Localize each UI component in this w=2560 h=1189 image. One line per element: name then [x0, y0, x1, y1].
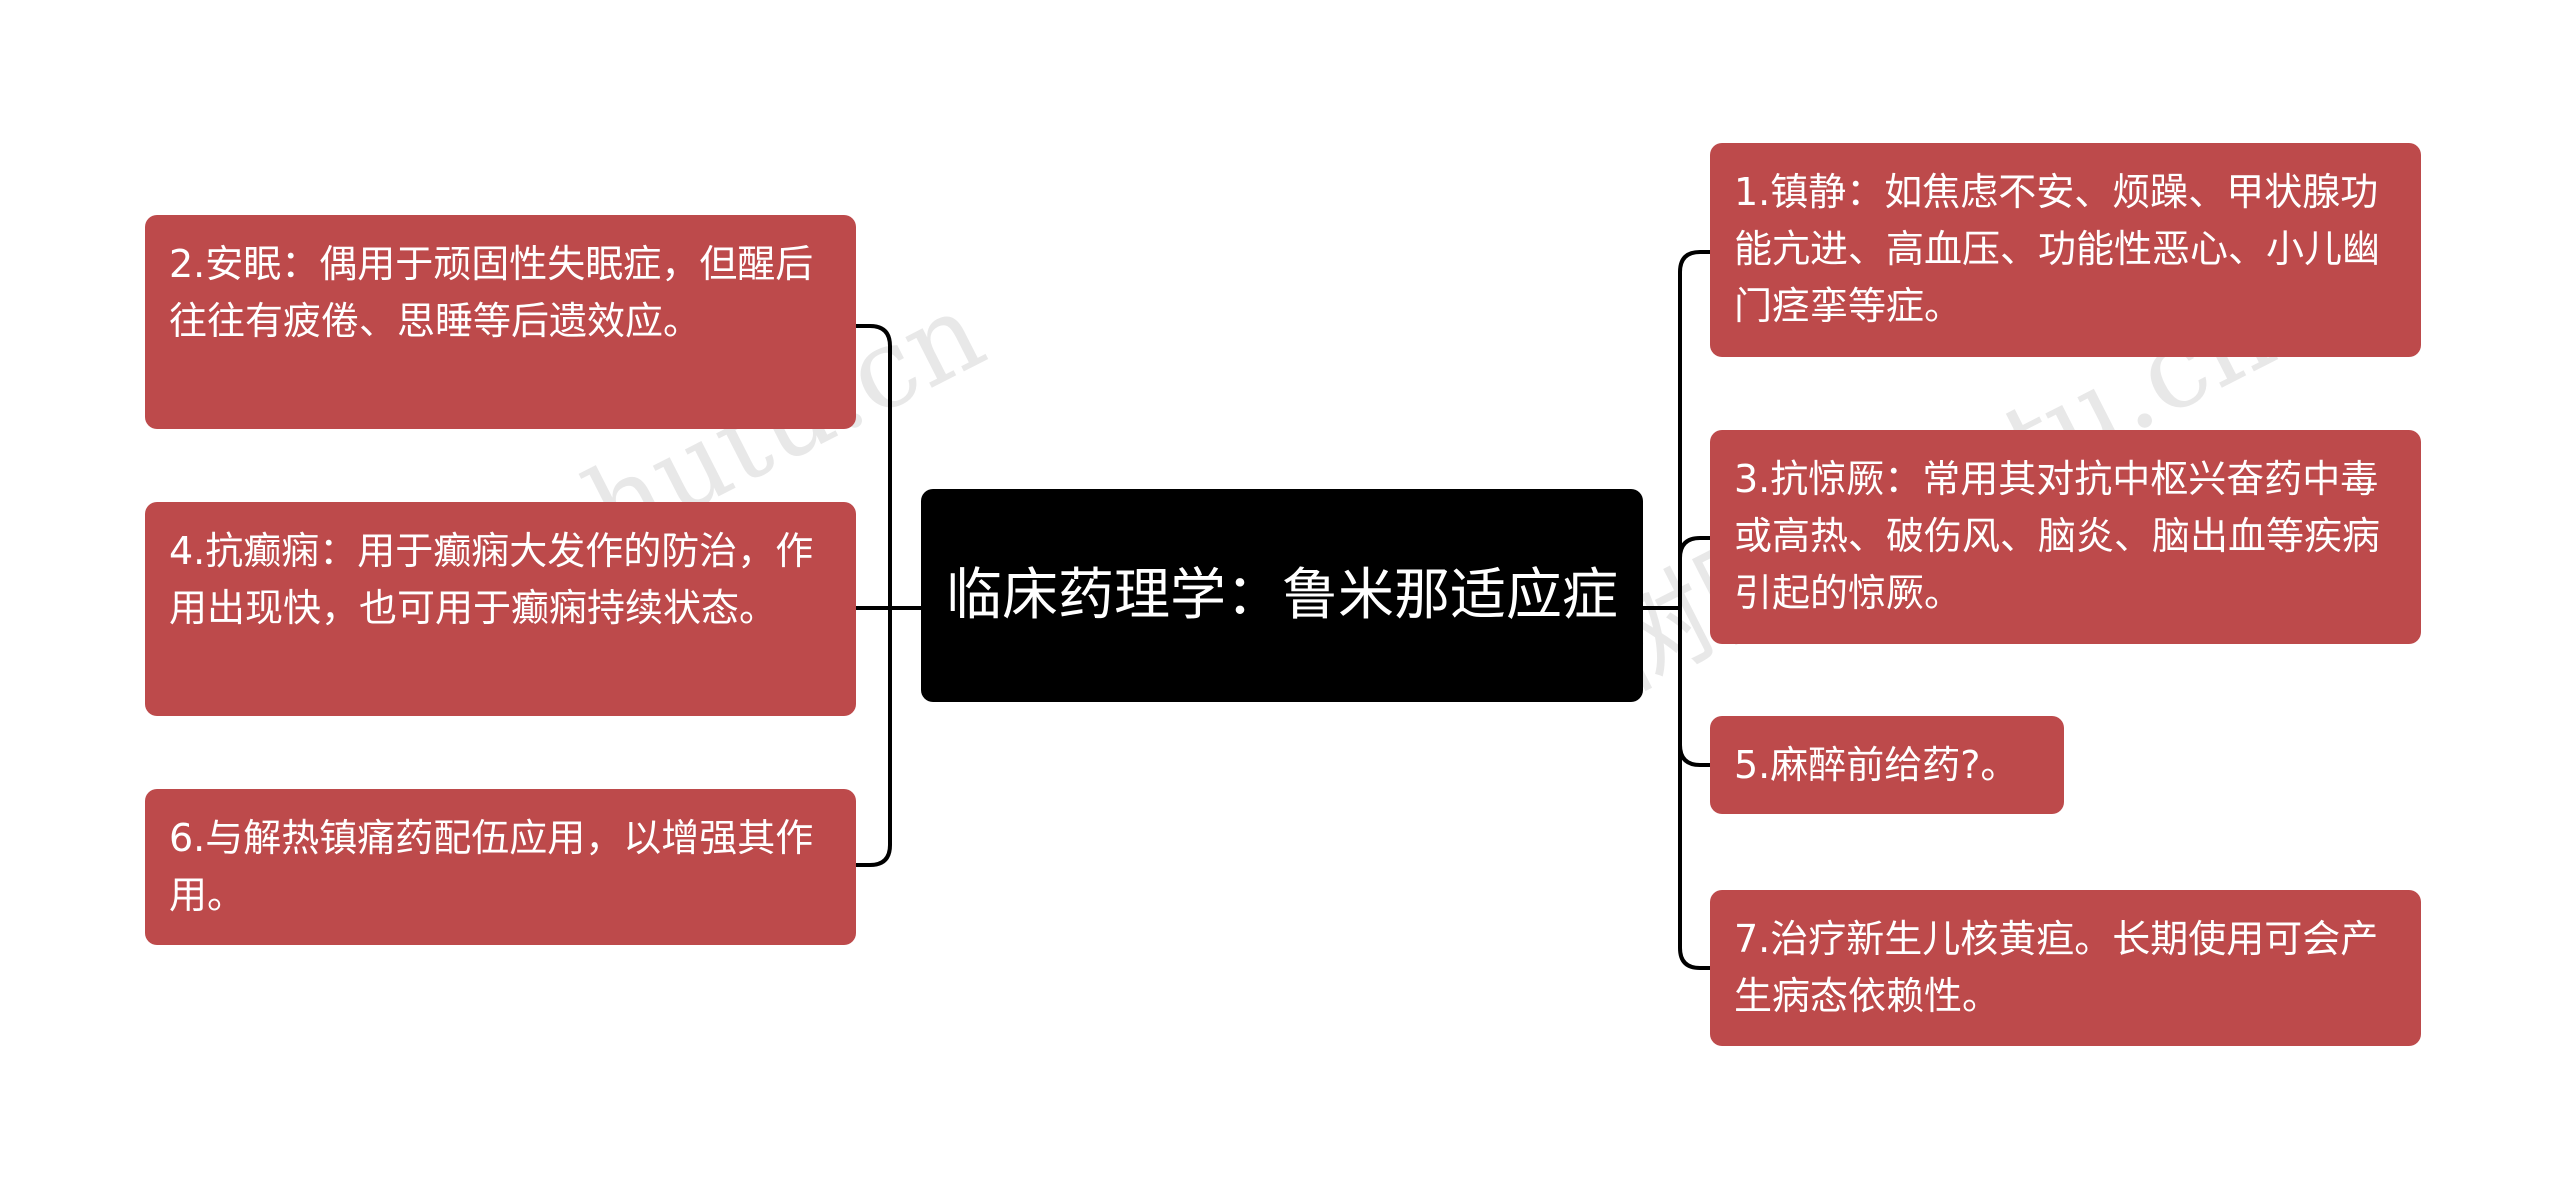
topic-sedation[interactable]: 1.镇静：如焦虑不安、烦躁、甲状腺功能亢进、高血压、功能性恶心、小儿幽门痉挛等症… — [1710, 143, 2421, 357]
topic-sleep[interactable]: 2.安眠：偶用于顽固性失眠症，但醒后往往有疲倦、思睡等后遗效应。 — [145, 215, 856, 429]
connector-right-branch-5 — [1678, 608, 1710, 767]
root-topic-label: 临床药理学：鲁米那适应症 — [946, 562, 1618, 628]
topic-preanesthesia[interactable]: 5.麻醉前给药?。 — [1710, 716, 2064, 814]
topic-kernicterus-label: 7.治疗新生儿核黄疸。长期使用可会产生病态依赖性。 — [1734, 917, 2379, 1018]
connector-left-branch-6 — [856, 608, 892, 867]
topic-preanesthesia-label: 5.麻醉前给药?。 — [1734, 743, 2019, 787]
connector-right-branch-3 — [1678, 536, 1710, 608]
root-topic[interactable]: 临床药理学：鲁米那适应症 — [921, 489, 1643, 702]
topic-kernicterus[interactable]: 7.治疗新生儿核黄疸。长期使用可会产生病态依赖性。 — [1710, 890, 2421, 1046]
connector-left-branch-2 — [856, 324, 892, 608]
topic-combination-label: 6.与解热镇痛药配伍应用，以增强其作用。 — [169, 816, 814, 917]
topic-combination[interactable]: 6.与解热镇痛药配伍应用，以增强其作用。 — [145, 789, 856, 945]
topic-anticonvulsant-label: 3.抗惊厥：常用其对抗中枢兴奋药中毒或高热、破伤风、脑炎、脑出血等疾病引起的惊厥… — [1734, 457, 2381, 615]
topic-antiepileptic-label: 4.抗癫痫：用于癫痫大发作的防治，作用出现快，也可用于癫痫持续状态。 — [169, 529, 814, 630]
topic-antiepileptic[interactable]: 4.抗癫痫：用于癫痫大发作的防治，作用出现快，也可用于癫痫持续状态。 — [145, 502, 856, 716]
topic-sleep-label: 2.安眠：偶用于顽固性失眠症，但醒后往往有疲倦、思睡等后遗效应。 — [169, 242, 814, 343]
topic-anticonvulsant[interactable]: 3.抗惊厥：常用其对抗中枢兴奋药中毒或高热、破伤风、脑炎、脑出血等疾病引起的惊厥… — [1710, 430, 2421, 644]
connector-right-branch-7 — [1678, 608, 1710, 970]
connector-right-branch-1 — [1678, 250, 1710, 608]
topic-sedation-label: 1.镇静：如焦虑不安、烦躁、甲状腺功能亢进、高血压、功能性恶心、小儿幽门痉挛等症… — [1734, 170, 2381, 328]
